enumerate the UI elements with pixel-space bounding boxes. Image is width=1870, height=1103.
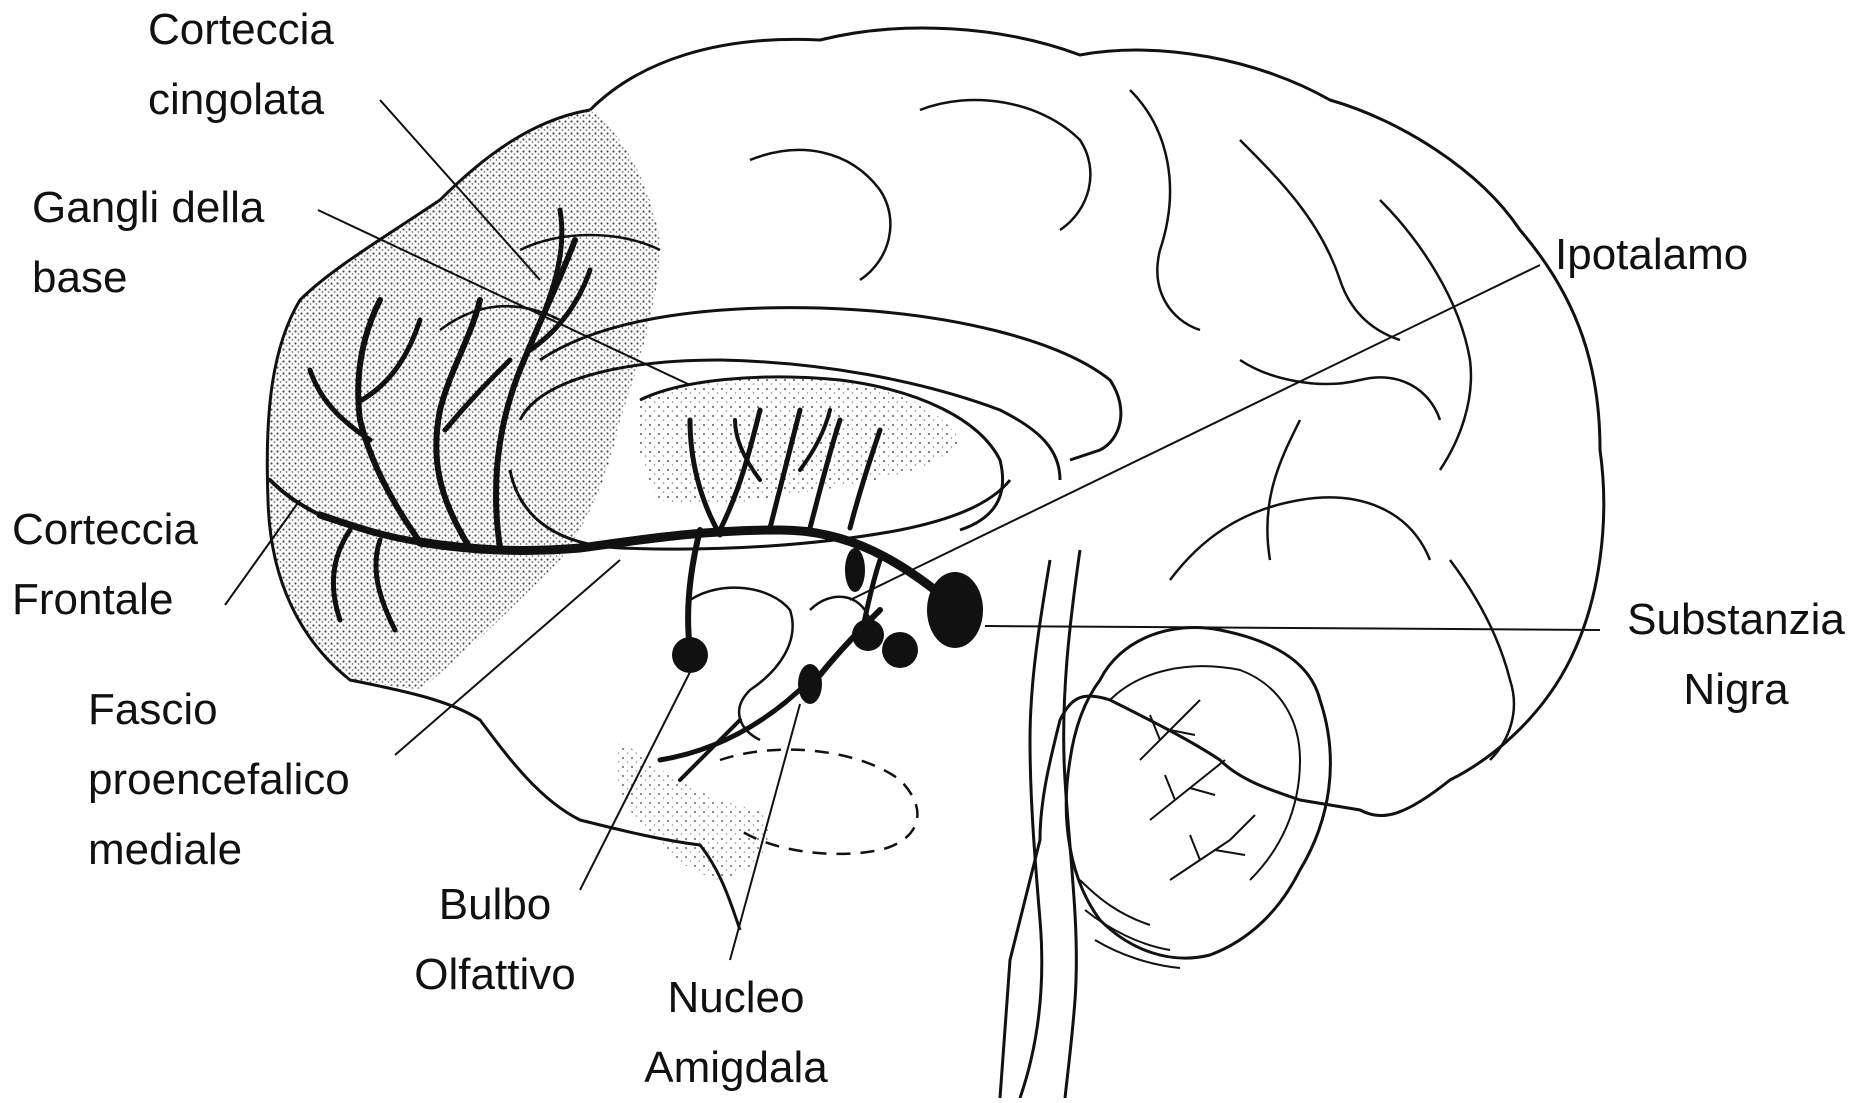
label-nucleo-amigdala: Nucleo Amigdala	[620, 963, 852, 1103]
hypothalamus-shape	[810, 597, 870, 620]
vta-nucleus-1	[882, 632, 918, 668]
olfactory-bulb-nucleus	[672, 637, 708, 673]
sulcus-1	[750, 150, 890, 280]
sulcus-9	[1267, 420, 1300, 560]
sulcus-2	[920, 100, 1090, 230]
label-bulbo-olfattivo: Bulbo Olfattivo	[390, 870, 600, 1010]
brainstem-outline	[1020, 560, 1050, 1098]
arbor-vitae-3	[1170, 815, 1255, 880]
sulcus-4	[1240, 140, 1400, 340]
amygdala-nucleus	[798, 664, 822, 704]
label-gangli-della-base: Gangli della base	[32, 173, 264, 313]
label-corteccia-cingolata: Corteccia cingolata	[148, 0, 334, 135]
label-ipotalamo: Ipotalamo	[1555, 220, 1748, 290]
sulcus-7	[1170, 498, 1430, 581]
label-fascio-proencefalico: Fascio proencefalico mediale	[88, 675, 350, 885]
hypothalamic-nucleus	[845, 548, 865, 592]
nuclei	[672, 548, 983, 704]
arbor-vitae-1	[1140, 700, 1200, 760]
temporal-shading	[616, 740, 768, 880]
sulcus-6	[1240, 360, 1440, 420]
sulcus-8	[1450, 560, 1514, 760]
cerebellum-outline	[1066, 627, 1330, 958]
arbor-vitae-2	[1150, 760, 1225, 820]
substantia-nigra-nucleus	[927, 572, 983, 648]
label-substanzia-nigra: Substanzia Nigra	[1605, 585, 1867, 725]
label-corteccia-frontale: Corteccia Frontale	[12, 495, 198, 635]
sulcus-3	[1130, 90, 1200, 330]
vta-nucleus-2	[852, 619, 884, 651]
leader-substanzia-nigra	[985, 626, 1600, 630]
cerebellum-inner	[1110, 666, 1300, 880]
